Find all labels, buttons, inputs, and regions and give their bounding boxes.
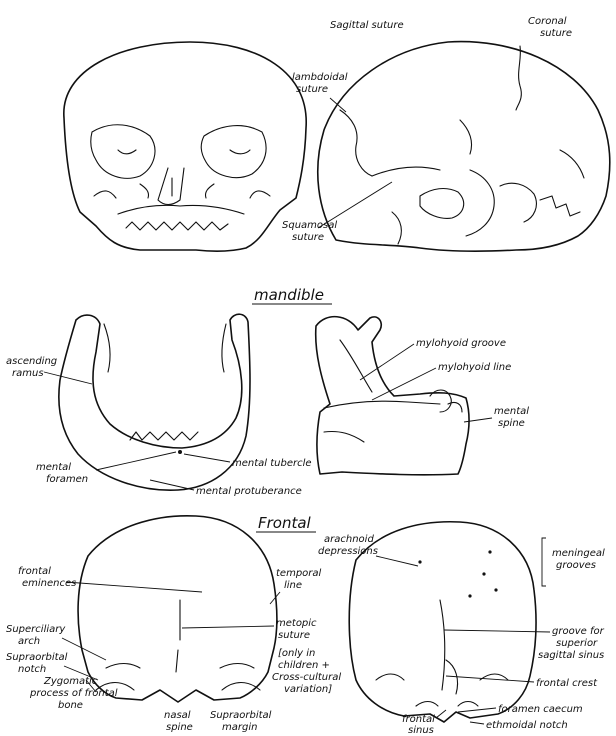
- frontal-labels: frontal eminences Superciliary arch Supr…: [6, 534, 605, 736]
- label-lambdoidal-suture-2: suture: [296, 84, 328, 95]
- label-foramen-caecum: foramen caecum: [498, 704, 583, 715]
- label-temporal-line-2: line: [284, 580, 302, 591]
- label-mental-foramen-1: mental: [36, 462, 71, 473]
- label-metopic-suture-2: suture: [278, 630, 310, 641]
- label-meningeal-grooves-2: grooves: [556, 560, 596, 571]
- label-superciliary-arch-2: arch: [18, 636, 40, 647]
- mandible-labels: ascending ramus mental foramen mental tu…: [6, 338, 529, 497]
- mandible-heading-group: mandible: [252, 286, 332, 304]
- label-zygomatic-process-3: bone: [58, 700, 83, 711]
- skull-lateral-view: [318, 42, 610, 252]
- label-frontal-sinus-1: frontal: [402, 714, 435, 725]
- label-nasal-spine-1: nasal: [164, 710, 191, 721]
- label-temporal-line-1: temporal: [276, 568, 322, 579]
- label-metopic-note-3: Cross-cultural: [272, 672, 341, 683]
- label-supraorbital-notch-1: Supraorbital: [6, 652, 68, 663]
- label-mental-protuberance: mental protuberance: [196, 486, 302, 497]
- frontal-heading-group: Frontal: [256, 514, 316, 532]
- label-zygomatic-process-2: process of frontal: [29, 688, 118, 699]
- label-metopic-note-2: children +: [278, 660, 330, 671]
- label-lambdoidal-suture-1: lambdoidal: [292, 72, 348, 83]
- label-groove-sagittal-sinus-3: sagittal sinus: [538, 650, 604, 661]
- label-metopic-note-1: [only in: [278, 648, 315, 659]
- label-frontal-eminences-2: eminences: [22, 578, 76, 589]
- label-mental-tubercle: mental tubercle: [232, 458, 312, 469]
- skull-labels: Sagittal suture Coronal suture lambdoida…: [282, 16, 572, 243]
- skull-anterior-view: [64, 42, 306, 251]
- label-arachnoid-depressions-1: arachnoid: [324, 534, 374, 545]
- frontal-anterior-view: [78, 516, 277, 702]
- label-mental-spine-2: spine: [498, 418, 525, 429]
- label-coronal-suture-2: suture: [540, 28, 572, 39]
- label-ascending-ramus-1: ascending: [6, 356, 57, 367]
- label-mental-foramen-2: foramen: [46, 474, 88, 485]
- label-groove-sagittal-sinus-2: superior: [556, 638, 598, 649]
- label-nasal-spine-2: spine: [166, 722, 193, 733]
- label-metopic-note-4: variation]: [284, 684, 332, 695]
- label-arachnoid-depressions-2: depressions: [318, 546, 378, 557]
- label-mylohyoid-groove: mylohyoid groove: [416, 338, 506, 349]
- label-coronal-suture-1: Coronal: [528, 16, 567, 27]
- heading-frontal: Frontal: [258, 514, 312, 532]
- label-mental-spine-1: mental: [494, 406, 529, 417]
- label-mylohyoid-line: mylohyoid line: [438, 362, 511, 373]
- label-groove-sagittal-sinus-1: groove for: [552, 626, 605, 637]
- mandible-posterior-view: [59, 314, 250, 490]
- label-meningeal-grooves-1: meningeal: [552, 548, 605, 559]
- label-supraorbital-margin-2: margin: [222, 722, 257, 733]
- label-frontal-sinus-2: sinus: [408, 725, 434, 736]
- label-frontal-crest: frontal crest: [536, 678, 598, 689]
- label-squamosal-suture-2: suture: [292, 232, 324, 243]
- label-supraorbital-notch-2: notch: [18, 664, 46, 675]
- heading-mandible: mandible: [254, 286, 324, 304]
- mental-tubercle-dot: [178, 450, 182, 454]
- label-superciliary-arch-1: Superciliary: [6, 624, 66, 635]
- label-ethmoidal-notch: ethmoidal notch: [486, 720, 568, 731]
- label-zygomatic-process-1: Zygomatic: [43, 676, 98, 687]
- label-metopic-suture-1: metopic: [276, 618, 317, 629]
- label-sagittal-suture: Sagittal suture: [330, 20, 404, 31]
- label-frontal-eminences-1: frontal: [18, 566, 51, 577]
- label-ascending-ramus-2: ramus: [12, 368, 44, 379]
- label-supraorbital-margin-1: Supraorbital: [210, 710, 272, 721]
